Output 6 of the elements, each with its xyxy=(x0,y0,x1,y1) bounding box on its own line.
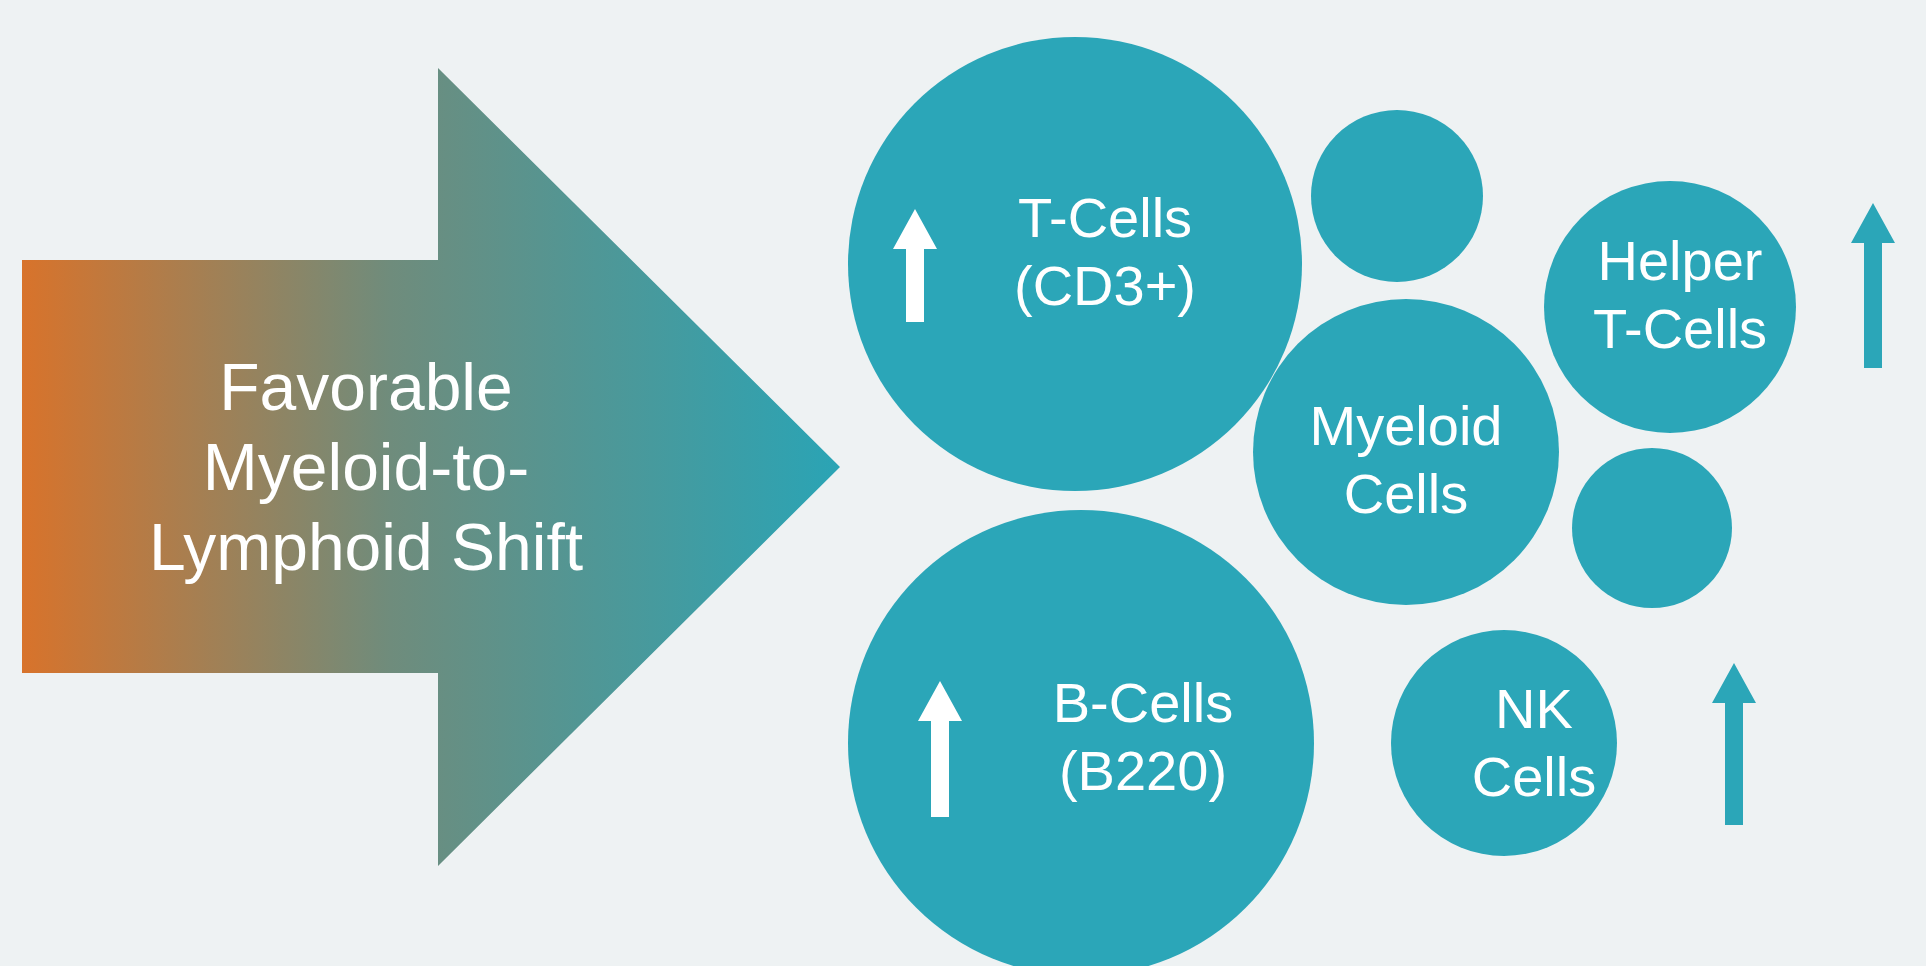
node-text: Favorable Myeloid-to-Lymphoid Shift xyxy=(147,349,585,586)
node-text: NK Cells xyxy=(1470,676,1598,810)
node-text: B-Cells (B220) xyxy=(1051,670,1235,804)
node-text: T-Cells (CD3+) xyxy=(1013,185,1197,319)
node-text: Myeloid Cells xyxy=(1308,393,1504,527)
node-text: Helper T-Cells xyxy=(1591,228,1769,362)
